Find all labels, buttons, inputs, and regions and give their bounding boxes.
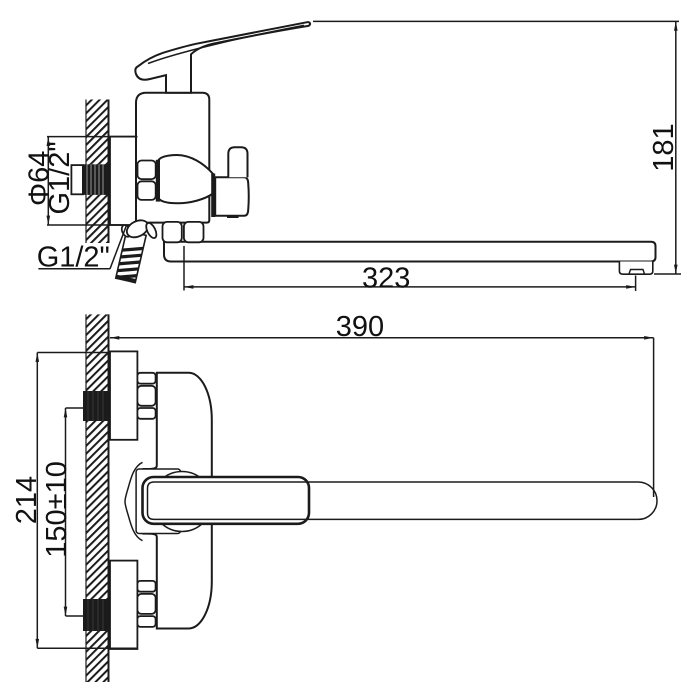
svg-text:150±10: 150±10	[41, 461, 73, 558]
svg-text:G1/2": G1/2"	[44, 141, 76, 214]
svg-text:Φ64: Φ64	[24, 151, 56, 206]
svg-text:323: 323	[362, 263, 410, 295]
svg-text:G1/2": G1/2"	[37, 241, 110, 273]
svg-text:214: 214	[11, 476, 43, 524]
svg-text:181: 181	[648, 123, 680, 171]
svg-text:390: 390	[336, 311, 384, 343]
